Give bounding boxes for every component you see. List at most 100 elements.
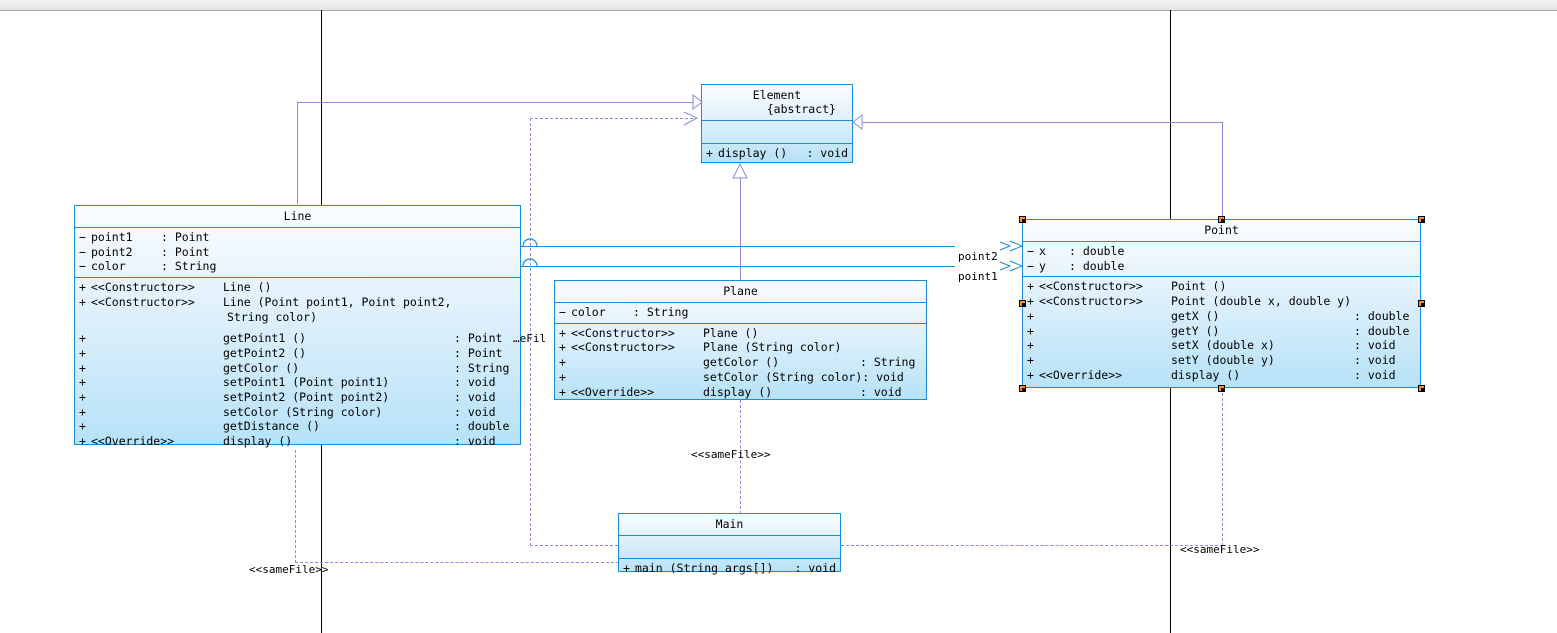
class-title-plane: Plane (723, 284, 758, 298)
selection-handle-n[interactable] (1218, 216, 1225, 223)
operation-signature: display () (1171, 367, 1241, 382)
operation-row[interactable]: + <<Override>> display () : void (1023, 368, 1420, 383)
stereotype-empty (91, 375, 223, 390)
operation-signature: getY () (1171, 323, 1220, 338)
operation-return-type: : void (1354, 352, 1396, 367)
operation-row[interactable]: + setPoint2 (Point point2) : void (75, 390, 520, 405)
operation-row[interactable]: + <<Constructor>> Line () (75, 280, 520, 295)
attribute-row[interactable]: − color : String (75, 259, 520, 274)
operation-row[interactable]: + <<Constructor>> Plane (String color) (555, 340, 926, 355)
operation-row[interactable]: + getDistance () : double (75, 419, 520, 434)
operation-signature: Point () (1171, 279, 1227, 294)
operation-row[interactable]: + getX () : double (1023, 309, 1420, 324)
operation-row[interactable]: + setColor (String color) : void (555, 370, 926, 385)
class-name-main: Main (619, 514, 840, 535)
generalization-point-element-vertical (1222, 122, 1223, 218)
stereotype-override: <<Override>> (91, 434, 175, 449)
operation-row[interactable]: + <<Constructor>> Line (Point point1, Po… (75, 295, 520, 310)
selection-handle-s[interactable] (1218, 385, 1225, 392)
operation-row[interactable]: + display () : void (702, 146, 852, 161)
operation-return-type: : void (1354, 367, 1396, 382)
operation-row[interactable]: + <<Override>> display () : void (555, 385, 926, 400)
operation-signature: getDistance () (223, 419, 320, 434)
stereotype-empty (1039, 309, 1171, 324)
stereotype-empty (91, 390, 223, 405)
visibility-marker: + (559, 384, 566, 399)
class-title-line: Line (283, 209, 312, 223)
operation-row[interactable]: + getColor () : String (555, 355, 926, 370)
attributes-compartment-plane: − color : String (555, 302, 926, 323)
operation-row[interactable]: + <<Constructor>> Point (double x, doubl… (1023, 294, 1420, 309)
selection-handle-w[interactable] (1019, 300, 1026, 307)
samefile-main-line-vertical (295, 450, 296, 563)
dependency-main-element-vertical (530, 118, 531, 546)
attribute-type: : Point (161, 244, 210, 259)
attribute-row[interactable]: − point1 : Point (75, 230, 520, 245)
visibility-marker: + (1027, 352, 1034, 367)
attribute-type: : double (1069, 258, 1125, 273)
operation-return-type: : double (1354, 323, 1410, 338)
operation-row-continuation[interactable]: String color) (75, 310, 520, 325)
generalization-line-element-vertical (297, 102, 298, 204)
visibility-marker: + (79, 419, 86, 434)
attribute-row[interactable]: − color : String (555, 305, 926, 320)
attribute-type: : String (633, 305, 689, 319)
attribute-name: y (1039, 258, 1046, 273)
visibility-marker: + (1027, 338, 1034, 353)
selection-handle-nw[interactable] (1019, 216, 1026, 223)
operations-compartment-main: + main (String args[]) : void (619, 558, 840, 579)
operation-return-type: : double (1354, 308, 1410, 323)
operation-return-type: : Point (454, 331, 503, 346)
operation-signature: setColor (String color) (703, 369, 863, 384)
class-modifier-abstract: {abstract} (766, 102, 836, 116)
class-box-main[interactable]: Main + main (String args[]) : void (618, 513, 841, 575)
visibility-marker: + (79, 294, 86, 309)
operation-row[interactable]: + getY () : double (1023, 324, 1420, 339)
class-box-line[interactable]: Line − point1 : Point − point2 : Point −… (74, 205, 521, 448)
operation-row[interactable]: + getPoint2 () : Point (75, 346, 520, 361)
operation-row[interactable]: + setColor (String color) : void (75, 405, 520, 420)
operation-signature: getColor () (703, 355, 780, 370)
selection-handle-sw[interactable] (1019, 385, 1026, 392)
stereotype-override: <<Override>> (1039, 367, 1123, 382)
selection-handle-se[interactable] (1418, 385, 1425, 392)
visibility-marker: − (1027, 244, 1034, 258)
operation-row[interactable]: + getPoint1 () : Point (75, 331, 520, 346)
operation-return-type: : void (1354, 338, 1396, 353)
operation-signature: setY (double y) (1171, 352, 1275, 367)
stereotype-constructor: <<Constructor>> (91, 294, 195, 309)
selection-handle-ne[interactable] (1418, 216, 1425, 223)
operation-return-type: : String (860, 355, 916, 370)
stereotype-constructor: <<Constructor>> (1039, 294, 1143, 309)
class-box-element[interactable]: Element {abstract} + display () : void (701, 84, 853, 163)
visibility-marker: + (623, 561, 630, 575)
operation-signature: getPoint2 () (223, 345, 307, 360)
class-box-plane[interactable]: Plane − color : String + <<Constructor>>… (554, 280, 927, 400)
operation-row[interactable]: + <<Constructor>> Point () (1023, 279, 1420, 294)
stereotype-empty (91, 346, 223, 361)
generalization-point-element-horizontal (862, 122, 1223, 123)
operation-signature: Line () (223, 280, 272, 295)
operation-row[interactable]: + <<Override>> display () : void (75, 434, 520, 449)
visibility-marker: + (79, 280, 86, 295)
operation-return-type: : void (454, 434, 496, 449)
operation-signature: Plane (String color) (703, 340, 842, 355)
operation-row[interactable]: + setY (double y) : void (1023, 353, 1420, 368)
operation-row[interactable]: + <<Constructor>> Plane () (555, 326, 926, 341)
class-box-point[interactable]: Point − x : double − y : double + <<Cons… (1022, 219, 1421, 388)
operation-row[interactable]: + setPoint1 (Point point1) : void (75, 375, 520, 390)
selection-handle-e[interactable] (1418, 300, 1425, 307)
operation-row[interactable]: + setX (double x) : void (1023, 338, 1420, 353)
association-point1-line (521, 266, 955, 267)
visibility-marker: + (1027, 279, 1034, 294)
association-point2-line (521, 246, 955, 247)
visibility-marker: + (706, 146, 713, 160)
attribute-row[interactable]: − x : double (1023, 244, 1420, 259)
attribute-name: color (571, 305, 606, 319)
operation-row[interactable]: + getColor () : String (75, 361, 520, 376)
attribute-row[interactable]: − y : double (1023, 259, 1420, 274)
attribute-row[interactable]: − point2 : Point (75, 245, 520, 260)
operation-row[interactable]: + main (String args[]) : void (619, 561, 840, 576)
attribute-name: x (1039, 244, 1046, 258)
